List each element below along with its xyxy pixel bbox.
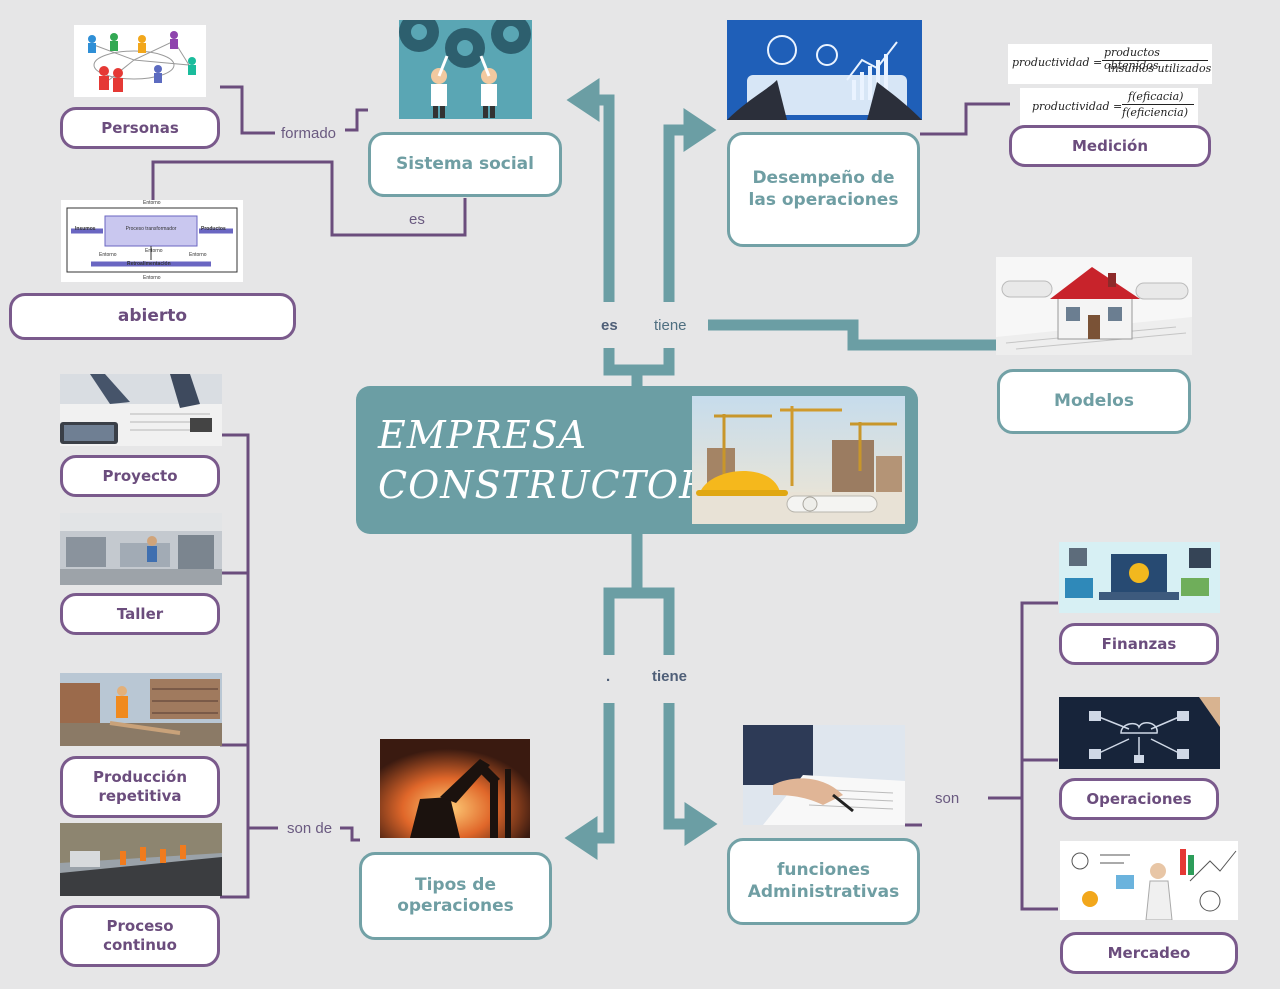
project-planning-photo xyxy=(60,374,222,446)
connector-label-es-top: es xyxy=(601,317,618,334)
central-node-empresa-constructora[interactable]: EMPRESA CONSTRUCTORA xyxy=(356,386,918,534)
diagram-input-label: Insumos xyxy=(75,226,96,232)
diagram-env-label-top: Entorno xyxy=(143,200,161,206)
connector-label-tiene-bottom: tiene xyxy=(652,668,687,685)
gears-team-icon xyxy=(399,20,532,119)
node-proyecto[interactable]: Proyecto xyxy=(60,455,220,497)
formula-1-denominator: insumos utilizados xyxy=(1108,62,1211,75)
central-title-line2: CONSTRUCTORA xyxy=(378,460,698,510)
people-network-icon xyxy=(74,25,206,97)
connector-label-formado: formado xyxy=(281,125,336,142)
node-tipos-operaciones[interactable]: Tipos de operaciones xyxy=(359,852,552,940)
diagram-feedback-label: Retroalimentación xyxy=(127,261,171,267)
analytics-tablet-icon xyxy=(727,20,922,120)
connector-label-son: son xyxy=(935,790,959,807)
diagram-output-label: Productos xyxy=(201,226,226,232)
connector-label-es-social: es xyxy=(409,211,425,228)
node-funciones-administrativas[interactable]: funciones Administrativas xyxy=(727,838,920,925)
construction-site-icon xyxy=(692,396,905,524)
open-system-diagram: Insumos Proceso transformador Productos … xyxy=(61,200,243,282)
diagram-env-label-bottom: Entorno xyxy=(143,275,161,281)
node-taller[interactable]: Taller xyxy=(60,593,220,635)
network-operations-icon xyxy=(1059,697,1220,769)
node-produccion-repetitiva[interactable]: Producción repetitiva xyxy=(60,756,220,818)
diagram-env-label-inner: Entorno xyxy=(145,248,163,254)
signing-document-icon xyxy=(743,725,905,825)
node-sistema-social[interactable]: Sistema social xyxy=(368,132,562,197)
formula-1-bar xyxy=(1102,60,1208,61)
node-proceso-continuo[interactable]: Proceso continuo xyxy=(60,905,220,967)
node-personas[interactable]: Personas xyxy=(60,107,220,149)
house-blueprint-icon xyxy=(996,257,1192,355)
finance-laptop-icon xyxy=(1059,542,1220,613)
connector-label-son-de: son de xyxy=(287,820,332,837)
workshop-photo xyxy=(60,513,222,585)
central-title-line1: EMPRESA xyxy=(378,410,698,460)
formula-2-bar xyxy=(1122,104,1194,105)
productivity-formula-2: productividad = f(eficacia) f(eficiencia… xyxy=(1020,88,1198,126)
connector-label-tiene-top: tiene xyxy=(654,317,687,334)
excavator-sunset-icon xyxy=(380,739,530,838)
node-desempeno-operaciones[interactable]: Desempeño de las operaciones xyxy=(727,132,920,247)
diagram-env-label-left: Entorno xyxy=(99,252,117,258)
node-abierto[interactable]: abierto xyxy=(9,293,296,340)
node-modelos[interactable]: Modelos xyxy=(997,369,1191,434)
formula-2-lhs: productividad = xyxy=(1032,100,1122,113)
formula-2-numerator: f(eficacia) xyxy=(1128,90,1183,103)
node-operaciones[interactable]: Operaciones xyxy=(1059,778,1219,820)
connector-label-dot-bottom: . xyxy=(606,668,610,685)
productivity-formula-1: productividad = productos obtenidos insu… xyxy=(1008,44,1212,84)
diagram-process-label: Proceso transformador xyxy=(123,226,179,232)
marketing-doodle-icon xyxy=(1060,841,1238,920)
repetitive-production-photo xyxy=(60,673,222,746)
node-medicion[interactable]: Medición xyxy=(1009,125,1211,167)
continuous-process-photo xyxy=(60,823,222,896)
node-finanzas[interactable]: Finanzas xyxy=(1059,623,1219,665)
central-title: EMPRESA CONSTRUCTORA xyxy=(378,410,698,510)
formula-1-lhs: productividad = xyxy=(1012,56,1102,69)
diagram-env-label-right: Entorno xyxy=(189,252,207,258)
node-mercadeo[interactable]: Mercadeo xyxy=(1060,932,1238,974)
formula-2-denominator: f(eficiencia) xyxy=(1122,106,1188,119)
